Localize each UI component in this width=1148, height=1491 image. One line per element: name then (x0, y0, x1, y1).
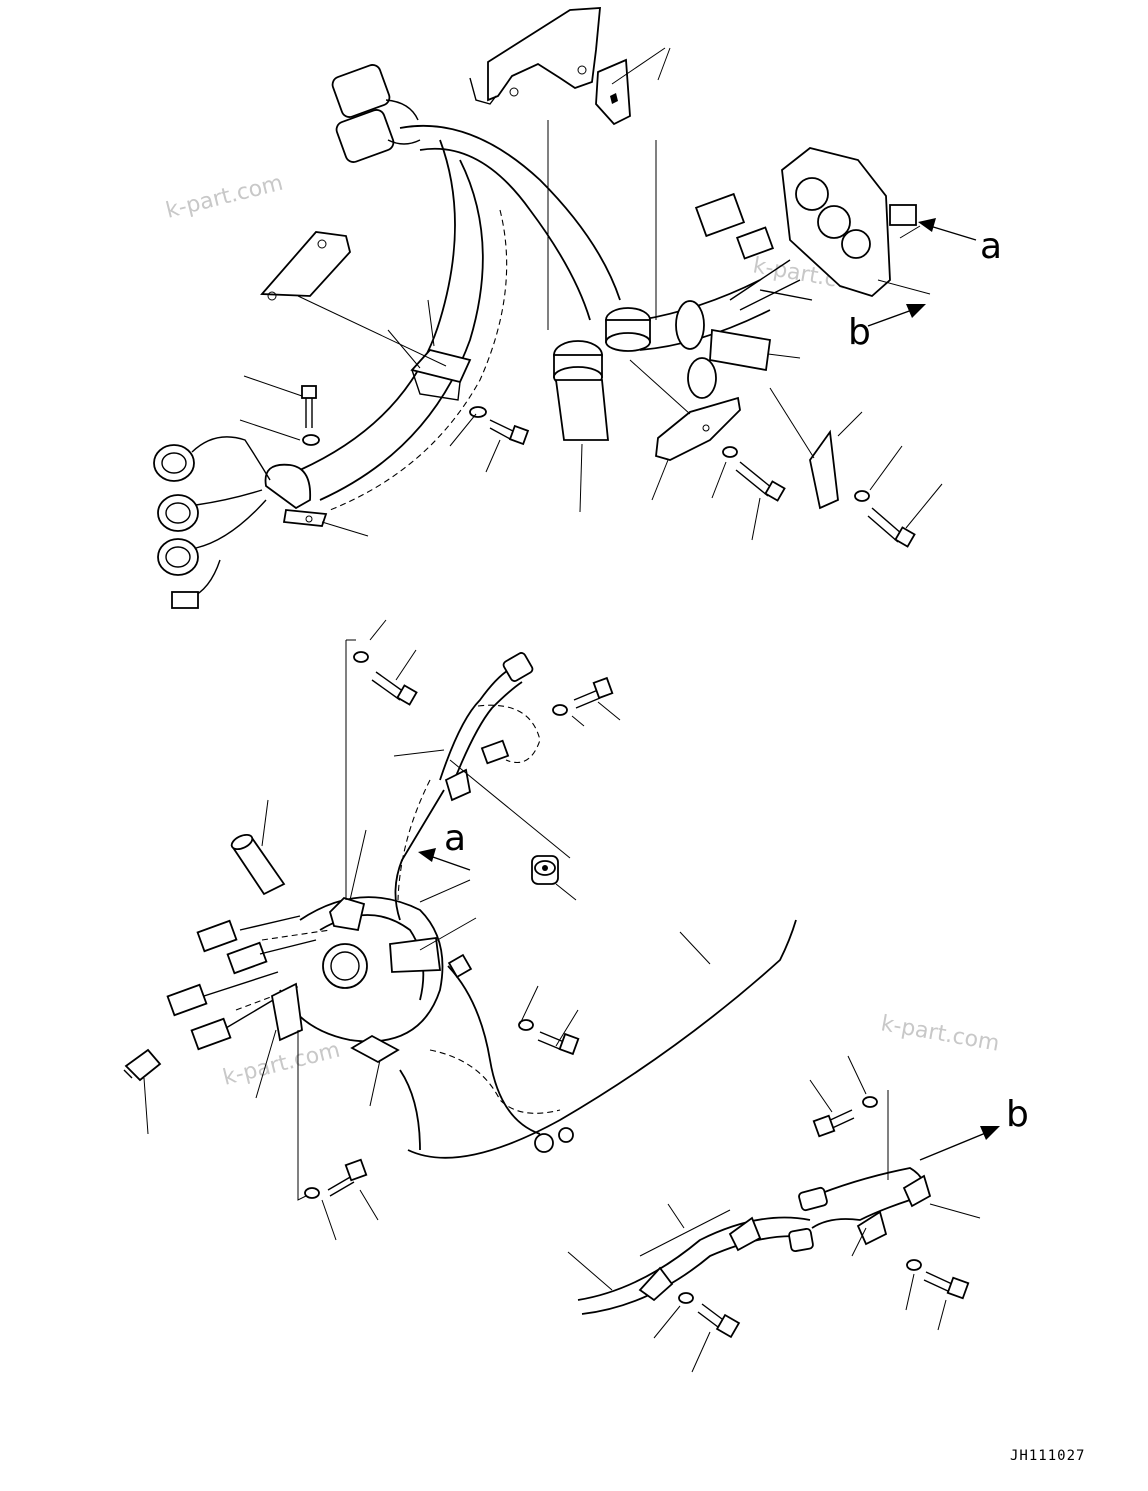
sleeve-tube (230, 833, 286, 896)
reference-label-b: b (848, 312, 871, 353)
ring-terminal (534, 1133, 554, 1153)
washer (353, 651, 369, 663)
bolt-hole (509, 87, 519, 97)
protective-sleeve (554, 379, 609, 441)
bolt (327, 1158, 368, 1197)
drawing-code: JH111027 (1010, 1448, 1085, 1464)
reference-arrow-b (867, 304, 926, 327)
bolt (371, 671, 418, 706)
connector-cluster (331, 64, 421, 163)
harness-cable (577, 1216, 811, 1301)
clip (809, 429, 839, 510)
washer (678, 1292, 694, 1304)
clip (595, 58, 631, 126)
washer (552, 704, 568, 716)
bolt (735, 461, 786, 502)
band-clamp (410, 348, 472, 401)
connector-plugs-left (153, 436, 271, 609)
washer (518, 1019, 534, 1031)
p-clamp (638, 1174, 932, 1302)
middle-harness-assembly (123, 619, 797, 1241)
bracket (655, 396, 741, 461)
reference-label-b: b (1006, 1094, 1029, 1135)
washer (906, 1259, 922, 1271)
reference-arrow-a (418, 848, 471, 871)
watermark: k-part.com (220, 1038, 342, 1091)
connector-group (166, 915, 331, 1051)
bolt (489, 419, 530, 446)
bolt (867, 507, 916, 548)
upper-harness-assembly (153, 7, 943, 609)
bolt (812, 1109, 855, 1138)
bolt (923, 1271, 970, 1300)
washer (722, 446, 738, 458)
spacer (531, 855, 559, 885)
reference-arrow-a (918, 218, 977, 241)
connector-a (889, 204, 917, 226)
bracket (270, 982, 303, 1042)
mounting-bracket (260, 231, 351, 297)
mounting-bracket (487, 7, 601, 102)
reference-label-a: a (980, 226, 1002, 267)
washer (302, 434, 320, 446)
ring-terminal (558, 1127, 574, 1143)
washer (854, 490, 870, 502)
bolt (697, 1303, 741, 1339)
bolt-hole (577, 65, 587, 75)
grommet (322, 943, 368, 989)
grommet (605, 307, 651, 352)
bolt (301, 385, 317, 428)
sensor-plug (123, 1048, 162, 1082)
band-clamp (328, 896, 442, 973)
reference-label-a: a (444, 818, 466, 859)
washer (862, 1096, 878, 1108)
watermark: k-part.com (163, 171, 285, 224)
watermark: k-part.com (879, 1011, 1001, 1056)
washer (304, 1187, 320, 1199)
connector-panel (694, 147, 917, 311)
washer (469, 406, 487, 418)
grommet (675, 300, 717, 399)
reference-arrow-b (919, 1126, 1000, 1161)
p-clamp (444, 768, 472, 802)
harness-tube (399, 124, 621, 301)
bolt (573, 676, 614, 709)
lower-harness-assembly (567, 1055, 981, 1373)
p-clamp (264, 463, 328, 527)
p-clamp (350, 1034, 400, 1064)
